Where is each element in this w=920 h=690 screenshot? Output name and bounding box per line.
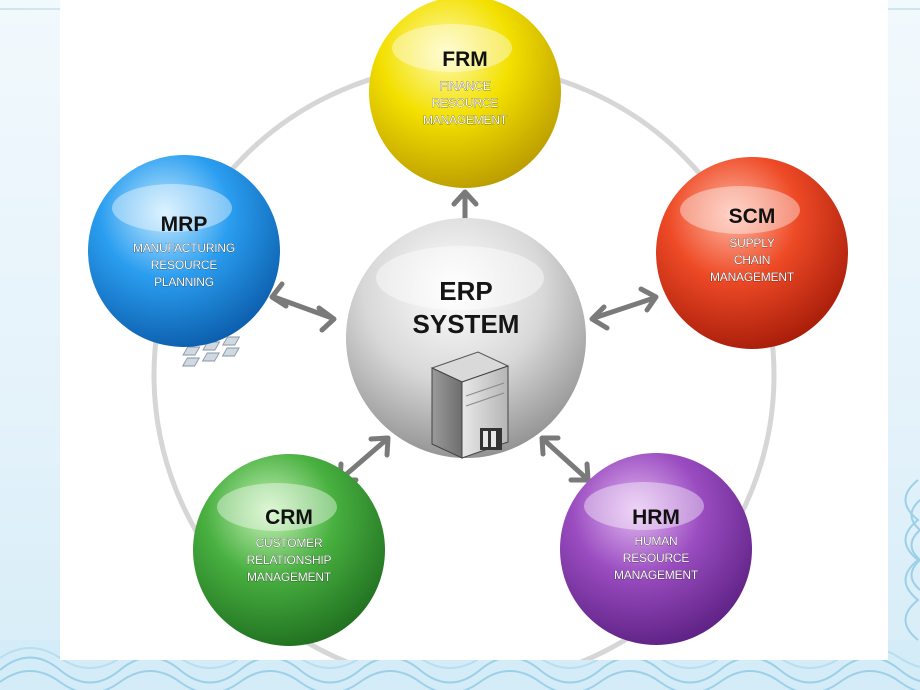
- hrm-line-3: MANAGEMENT: [614, 568, 699, 582]
- erp-title-line2: SYSTEM: [413, 309, 520, 339]
- scm-line-3: MANAGEMENT: [710, 270, 795, 284]
- mrp-node: MRP MANUFACTURING RESOURCE PLANNING: [88, 155, 280, 347]
- scm-line-1: SUPPLY: [729, 236, 774, 250]
- wave-pattern-side: [904, 479, 920, 641]
- server-icon: [430, 351, 510, 459]
- hrm-abbr: HRM: [632, 506, 680, 529]
- scm-line-2: CHAIN: [734, 253, 770, 267]
- data-tiles-icon: [181, 336, 241, 367]
- arrow-hrm-erp: [539, 435, 591, 483]
- erp-system-node: ERP SYSTEM: [181, 218, 586, 459]
- hrm-line-2: RESOURCE: [623, 551, 690, 565]
- crm-abbr: CRM: [265, 506, 313, 529]
- frm-line-1: FINANCE: [439, 79, 490, 93]
- crm-node: CRM CUSTOMER RELATIONSHIP MANAGEMENT: [193, 454, 385, 646]
- crm-line-1: CUSTOMER: [256, 536, 323, 550]
- crm-line-2: RELATIONSHIP: [247, 553, 332, 567]
- frm-node: FRM FINANCE RESOURCE MANAGEMENT: [369, 0, 561, 188]
- frm-line-3: MANAGEMENT: [423, 113, 508, 127]
- crm-line-3: MANAGEMENT: [247, 570, 332, 584]
- hrm-line-1: HUMAN: [635, 534, 678, 548]
- mrp-line-1: MANUFACTURING: [133, 241, 235, 255]
- mrp-abbr: MRP: [161, 213, 208, 236]
- erp-diagram-panel: ERP SYSTEM: [60, 0, 888, 688]
- scm-abbr: SCM: [729, 205, 776, 228]
- frm-abbr: FRM: [442, 48, 488, 71]
- erp-diagram: ERP SYSTEM: [88, 0, 848, 688]
- frm-line-2: RESOURCE: [432, 96, 499, 110]
- scm-node: SCM SUPPLY CHAIN MANAGEMENT: [656, 157, 848, 349]
- mrp-line-2: RESOURCE: [151, 258, 218, 272]
- hrm-node: HRM HUMAN RESOURCE MANAGEMENT: [560, 453, 752, 645]
- erp-title-line1: ERP: [439, 276, 492, 306]
- arrow-scm-erp: [589, 286, 659, 331]
- arrow-mrp-erp: [269, 281, 337, 333]
- mrp-line-3: PLANNING: [154, 275, 214, 289]
